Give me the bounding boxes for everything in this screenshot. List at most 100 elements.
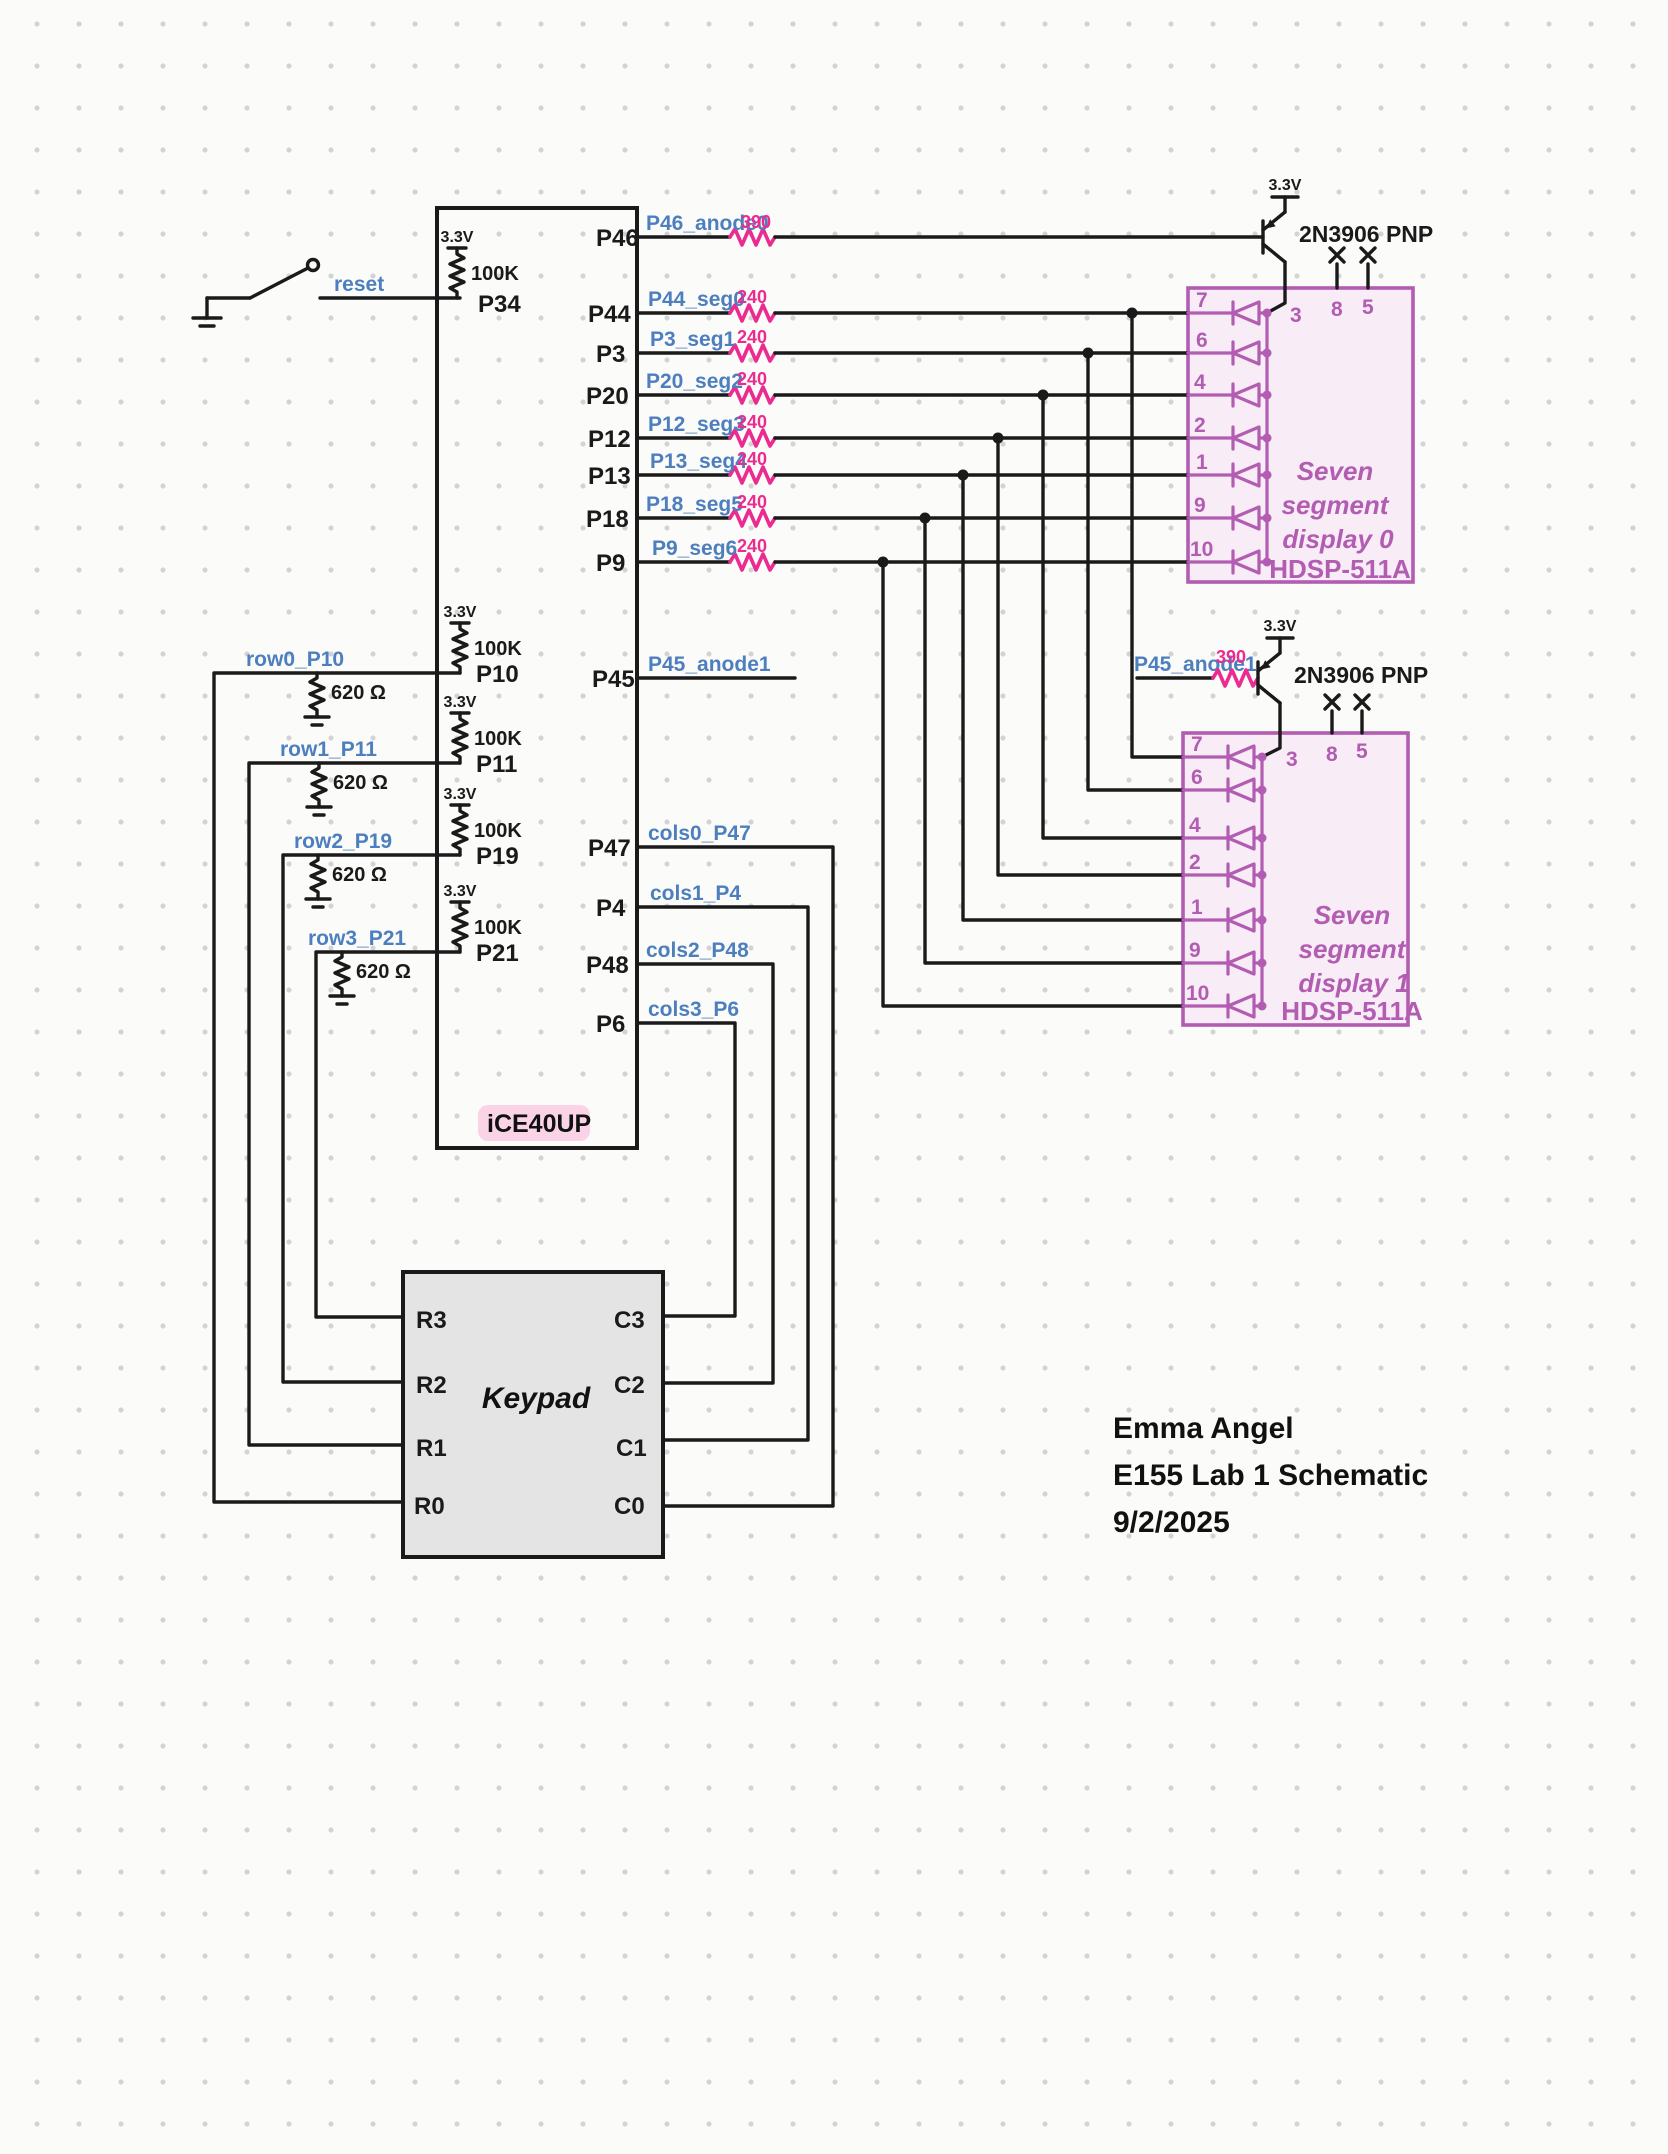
net-label-cols0: cols0_P47 bbox=[648, 822, 751, 845]
resistor-value-240-2: 240 bbox=[737, 369, 767, 389]
fpga-pin-label-p18: P18 bbox=[586, 506, 629, 533]
net-label-cols2: cols2_P48 bbox=[646, 939, 749, 962]
keypad-pin-label-r2: R2 bbox=[416, 1372, 447, 1399]
junction-seg2 bbox=[1037, 389, 1049, 401]
keypad-pin-label-r0: R0 bbox=[414, 1493, 445, 1520]
net-label-row0: row0_P10 bbox=[246, 648, 344, 671]
fpga-name-label: iCE40UP bbox=[487, 1110, 591, 1138]
title-author: Emma Angel bbox=[1113, 1412, 1294, 1445]
display1-pin10: 10 bbox=[1186, 982, 1209, 1005]
display0-name-line1: Seven bbox=[1297, 456, 1374, 486]
resistor-value-240-3: 240 bbox=[737, 412, 767, 432]
fpga-pin-label-p12: P12 bbox=[588, 426, 631, 453]
display0-pin2: 2 bbox=[1194, 414, 1206, 437]
title-course: E155 Lab 1 Schematic bbox=[1113, 1459, 1428, 1492]
wire-q1-collector bbox=[1260, 701, 1282, 759]
display1-internals bbox=[1181, 744, 1267, 1019]
fpga-pin-label-p13: P13 bbox=[588, 463, 631, 490]
transistor-q0 bbox=[1261, 175, 1435, 264]
display0-pin8: 8 bbox=[1331, 298, 1343, 321]
keypad-pin-label-c2: C2 bbox=[614, 1372, 645, 1399]
keypad-block bbox=[401, 1270, 665, 1559]
fpga-pin-label-p9: P9 bbox=[596, 550, 625, 577]
resistor-value-240-0: 240 bbox=[737, 287, 767, 307]
net-label-reset: reset bbox=[334, 273, 384, 296]
wire-cols3 bbox=[635, 1021, 737, 1318]
resistor-value-240-1: 240 bbox=[737, 327, 767, 347]
fpga-pin-label-p46: P46 bbox=[596, 225, 639, 252]
junction-seg4 bbox=[957, 469, 969, 481]
display0-name-line3: display 0 bbox=[1282, 524, 1394, 554]
display0-pin6: 6 bbox=[1196, 329, 1208, 352]
pulldown-resistor-row0 bbox=[303, 671, 388, 727]
resistor-value-390-a: 390 bbox=[741, 212, 771, 232]
display0-pin10: 10 bbox=[1190, 538, 1213, 561]
display0-part-number: HDSP-511A bbox=[1269, 554, 1411, 584]
net-label-row3: row3_P21 bbox=[308, 927, 406, 950]
display1-pin1: 1 bbox=[1191, 896, 1203, 919]
nc-x-icon-d0-pin5 bbox=[1359, 246, 1377, 264]
wire-cols1 bbox=[635, 905, 810, 1442]
display0-pin4: 4 bbox=[1194, 371, 1206, 394]
resistor-seg1-240 bbox=[728, 343, 777, 363]
wire-seg4-to-display1 bbox=[961, 473, 1185, 922]
wire-q0-collector bbox=[1265, 260, 1287, 315]
keypad-pin-label-c3: C3 bbox=[614, 1307, 645, 1334]
junction-seg6 bbox=[877, 556, 889, 568]
pulldown-resistor-row2 bbox=[304, 853, 389, 909]
resistor-value-240-6: 240 bbox=[737, 536, 767, 556]
fpga-label-highlight bbox=[478, 1105, 590, 1141]
wire-seg0-to-display1 bbox=[1130, 311, 1185, 759]
display1-name-line1: Seven bbox=[1314, 900, 1391, 930]
wire-row3 bbox=[314, 950, 462, 1319]
display1-name-line2: segment bbox=[1299, 934, 1407, 964]
fpga-pin-label-p34: P34 bbox=[478, 291, 521, 318]
display0-pin3: 3 bbox=[1290, 304, 1302, 327]
display1-pin6: 6 bbox=[1191, 766, 1203, 789]
junction-seg3 bbox=[992, 432, 1004, 444]
pulldown-resistor-row1 bbox=[305, 761, 390, 817]
display0-internals bbox=[1186, 300, 1272, 575]
net-label-p12-seg3: P12_seg3 bbox=[648, 413, 745, 436]
display1-part-number: HDSP-511A bbox=[1281, 996, 1423, 1026]
net-label-p9-seg6: P9_seg6 bbox=[652, 537, 737, 560]
nc-x-icon-d1-pin8 bbox=[1323, 693, 1341, 711]
net-label-p45-anode1-fpga: P45_anode1 bbox=[648, 653, 771, 676]
reset-switch bbox=[191, 257, 462, 328]
junction-seg5 bbox=[919, 512, 931, 524]
display1-pin8: 8 bbox=[1326, 743, 1338, 766]
display0-pin5: 5 bbox=[1362, 296, 1374, 319]
display1-pin2: 2 bbox=[1189, 851, 1201, 874]
fpga-pin-label-p6: P6 bbox=[596, 1011, 625, 1038]
wire-seg6-to-display1 bbox=[881, 560, 1185, 1008]
net-label-p20-seg2: P20_seg2 bbox=[646, 370, 743, 393]
fpga-pin-label-p19: P19 bbox=[476, 843, 519, 870]
display0-pin7: 7 bbox=[1196, 289, 1208, 312]
nc-x-icon-d1-pin5 bbox=[1353, 693, 1371, 711]
wire-row2 bbox=[281, 853, 462, 1384]
net-label-p13-seg4: P13_seg4 bbox=[650, 450, 747, 473]
resistor-value-240-5: 240 bbox=[737, 492, 767, 512]
fpga-pin-label-p3: P3 bbox=[596, 341, 625, 368]
display1-pin5: 5 bbox=[1356, 740, 1368, 763]
fpga-pin-label-p48: P48 bbox=[586, 952, 629, 979]
wire-row0 bbox=[212, 671, 462, 1504]
pulldown-resistor-row3 bbox=[328, 950, 413, 1006]
junction-seg1 bbox=[1082, 347, 1094, 359]
fpga-pin-label-p4: P4 bbox=[596, 895, 626, 922]
nc-x-icon-d0-pin8 bbox=[1328, 246, 1346, 264]
transistor-q1 bbox=[1256, 616, 1430, 705]
display1-pin3: 3 bbox=[1286, 748, 1298, 771]
net-label-p46-anode0: P46_anode0 bbox=[646, 212, 769, 235]
wire-seg2-to-display1 bbox=[1041, 393, 1185, 840]
wire-row1 bbox=[247, 761, 462, 1447]
fpga-pin-label-p47: P47 bbox=[588, 835, 631, 862]
wire-seg3-to-display1 bbox=[996, 436, 1185, 877]
keypad-pin-label-c0: C0 bbox=[614, 1493, 645, 1520]
display1-pin4: 4 bbox=[1189, 814, 1201, 837]
net-label-cols1: cols1_P4 bbox=[650, 882, 741, 905]
fpga-pin-label-p44: P44 bbox=[588, 301, 631, 328]
fpga-pin-label-p20: P20 bbox=[586, 383, 629, 410]
resistor-value-390-b: 390 bbox=[1216, 647, 1246, 667]
